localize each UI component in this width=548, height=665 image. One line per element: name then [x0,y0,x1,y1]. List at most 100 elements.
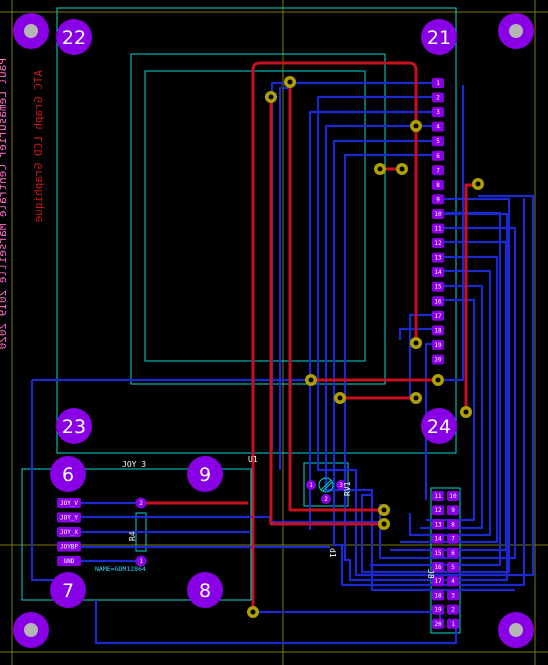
header-pin [447,547,459,558]
lcd-pin [432,136,444,147]
joystick-pin-label: JOYBP [60,544,78,551]
svg-text:9: 9 [199,464,211,486]
via [265,91,277,103]
lcd-pin-label: 16 [434,298,442,305]
lcd-pin-label: 19 [434,342,442,349]
corner-mounting-holes [13,13,534,648]
lcd-pin-label: 7 [436,167,440,174]
header-pin-label: 18 [434,592,442,599]
lcd-pin [432,354,444,365]
header-pin-label: 5 [451,564,455,571]
lcd-pin [432,310,444,321]
mounting-hole-icon [498,612,534,648]
via [460,406,472,418]
lcd-pin [432,92,444,103]
header-pin [432,533,444,544]
mount-pad-24: 24 [421,408,457,444]
mount-pad-21: 21 [421,19,457,55]
lcd-pin [432,208,444,219]
lcd-pin [432,150,444,161]
header-pin-label: 2 [451,607,455,614]
lcd-pin-label: 17 [434,313,442,320]
joystick-pad-8: 8 [187,572,223,608]
lcd-pin-label: 18 [434,327,442,334]
header-pin [432,519,444,530]
lcd-frame-outline [130,53,386,385]
joystick-pad-7: 7 [50,572,86,608]
header-pin-label: 6 [451,550,455,557]
lcd-pin-label: 4 [436,124,440,131]
header-pin-label: 11 [434,493,442,500]
lcd-pin-label: 2 [436,95,440,102]
label-rv1: RV1 [343,481,352,496]
svg-text:21: 21 [427,27,451,49]
lcd-pin-label: 9 [436,196,440,203]
lcd-pin-label: 1 [436,80,440,87]
header-pin [432,604,444,615]
via [247,606,259,618]
header-pin-label: 4 [451,578,455,585]
header-pin-label: 20 [434,621,442,628]
via [334,392,346,404]
header-pin-label: 14 [434,536,442,543]
header-pin-label: 9 [451,507,455,514]
header-pin-label: 7 [451,536,455,543]
lcd-pin [432,325,444,336]
lcd-pin [432,339,444,350]
lcd-pin-label: 11 [434,226,442,233]
svg-text:7: 7 [62,580,74,602]
svg-text:24: 24 [427,416,451,438]
label-joy3: JOY 3 [122,460,146,469]
svg-text:8: 8 [199,580,211,602]
lcd-pin-label: 3 [436,109,440,116]
via [410,337,422,349]
via [410,392,422,404]
svg-text:1: 1 [139,558,143,565]
label-bottom-net: d1 [328,548,337,558]
svg-text:2: 2 [324,496,328,503]
header-pin-label: 19 [434,607,442,614]
lcd-pin-label: 12 [434,240,442,247]
lcd-pin-label: 5 [436,138,440,145]
header-pin [447,590,459,601]
header-pin [432,491,444,501]
joystick-pad-9: 9 [187,456,223,492]
header-pin [447,491,459,501]
label-r4: R4 [128,531,137,541]
header-pin [447,533,459,544]
lcd-pin [432,267,444,278]
lcd-pin [432,296,444,307]
lcd-pin-label: 10 [434,211,442,218]
lcd-pin [432,194,444,205]
header-pin-label: 3 [451,592,455,599]
joystick-pin-label: JOY_Y [60,515,78,522]
joystick-pin-label: JOY_V [60,500,78,507]
top-copper-traces [141,61,478,612]
joystick-pin [57,498,81,508]
resistor-r4: 2 1 [135,497,147,567]
lcd-pin [432,107,444,118]
lcd-pin-label: 6 [436,153,440,160]
mounting-hole-icon [498,13,534,49]
header-pin [432,505,444,516]
lcd-pin [432,252,444,263]
lcd-module-outline [56,7,457,454]
joystick-outline [21,468,252,601]
svg-text:3: 3 [339,482,343,489]
via [284,76,296,88]
side-text-red: ATC Graph LCD Graphique [32,70,45,222]
trimmer-icon [318,477,334,493]
mount-pad-23: 23 [56,408,92,444]
header-pin-label: 12 [434,507,442,514]
mounting-hole-icon [13,612,49,648]
component-designators: JOY 3 U1 RV1 R4 J8 NAME=GDM12864 d1 [95,455,435,579]
header-pin-label: 17 [434,578,442,585]
side-text: ATC Graph LCD Graphique Paul Lemasurier … [0,58,45,349]
via [396,163,408,175]
